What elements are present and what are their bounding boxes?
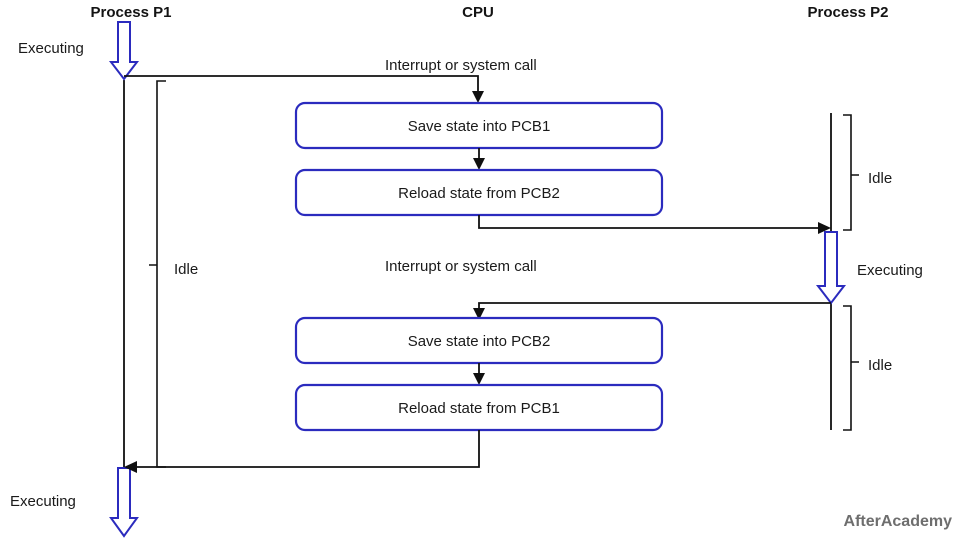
p1-executing-top-label: Executing [18,40,84,57]
p2-idle-bottom-bracket [843,305,859,431]
cpu-to-p1-arrowhead [124,461,137,473]
p1-idle-label: Idle [174,261,198,278]
p2-idle-top-label: Idle [868,170,892,187]
interrupt-bottom-label: Interrupt or system call [385,258,537,275]
p2-to-cpu-arrowhead [473,308,485,320]
p2-idle-top-bracket [843,114,859,231]
cpu-step-label-save-pcb1: Save state into PCB1 [408,118,551,135]
cpu-to-p2-line [478,215,823,229]
p1-idle-bracket [149,80,166,468]
p2-idle-bottom-label: Idle [868,357,892,374]
cpu-to-p1-line [132,430,480,468]
p1-to-cpu-top-arrowhead [472,91,484,103]
cpu-step-label-reload-pcb2: Reload state from PCB2 [398,185,560,202]
p1-executing-top-block-arrow [108,21,140,81]
watermark-afteracademy: AfterAcademy [844,513,953,530]
p2-executing-label: Executing [857,262,923,279]
column-title-cpu: CPU [462,4,494,21]
cpu-connector-1-arrowhead [473,158,485,170]
cpu-step-label-reload-pcb1: Reload state from PCB1 [398,400,560,417]
p1-to-cpu-top-line [124,75,479,94]
cpu-to-p2-arrowhead [818,222,831,234]
p2-executing-block-arrow [815,231,847,305]
interrupt-top-label: Interrupt or system call [385,57,537,74]
cpu-step-label-save-pcb2: Save state into PCB2 [408,333,551,350]
column-title-process-p2: Process P2 [808,4,889,21]
column-title-process-p1: Process P1 [91,4,172,21]
cpu-connector-2-arrowhead [473,373,485,385]
p1-executing-bottom-block-arrow [109,467,139,538]
p2-to-cpu-line [478,302,831,312]
p1-executing-bottom-label: Executing [10,493,76,510]
